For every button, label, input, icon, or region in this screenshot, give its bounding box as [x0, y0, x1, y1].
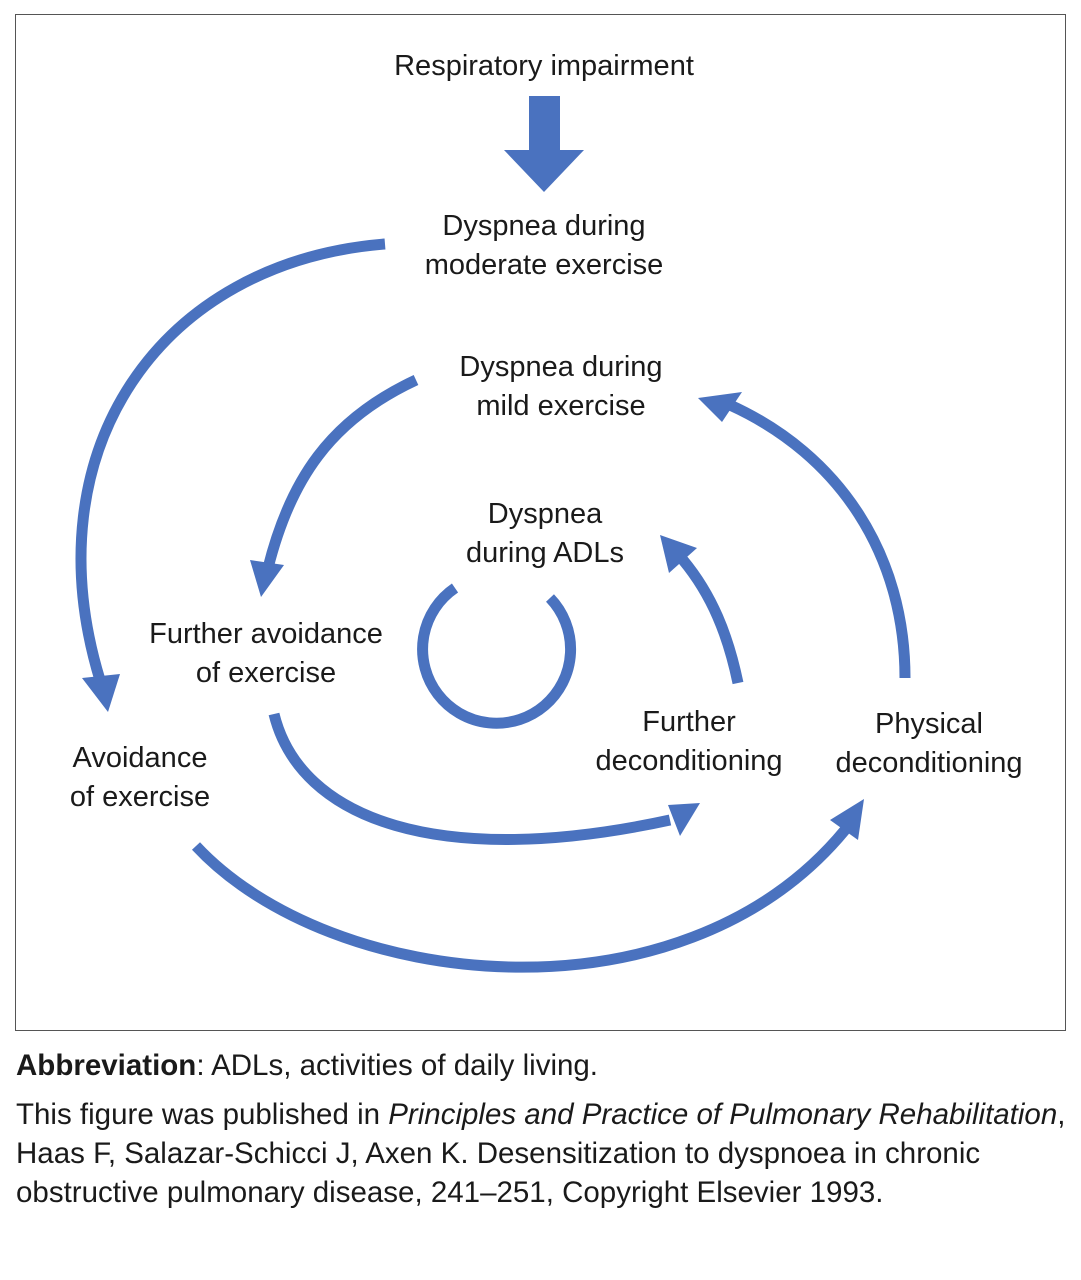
node-dyspnea-moderate-exercise: Dyspnea during moderate exercise: [424, 210, 664, 281]
arrow-further-avoidance-to-further-deconditioning: [268, 712, 672, 845]
abbreviation-text: : ADLs, activities of daily living.: [196, 1049, 599, 1082]
source-details: , Haas F, Salazar-Schicci J, Axen K. Des…: [16, 1098, 1066, 1209]
arrow-physical-to-mild: [727, 399, 911, 679]
arrow-moderate-to-avoidance: [75, 238, 386, 682]
arrowhead-physical: [830, 799, 864, 840]
arrow-further-deconditioning-to-adls: [678, 556, 744, 685]
source-intro: This figure was published in: [16, 1098, 389, 1131]
source-book-title: Principles and Practice of Pulmonary Reh…: [388, 1098, 1058, 1131]
abbreviation-note: Abbreviation: ADLs, activities of daily …: [16, 1046, 1066, 1085]
node-respiratory-impairment: Respiratory impairment: [394, 50, 694, 82]
arrowhead-avoidance: [82, 674, 120, 712]
abbreviation-term: Abbreviation: [16, 1049, 197, 1082]
figure-caption: Abbreviation: ADLs, activities of daily …: [16, 1046, 1066, 1222]
arrowhead-adls: [660, 535, 697, 573]
inner-loop-arc: [417, 583, 577, 729]
node-avoidance-of-exercise: Avoidance of exercise: [69, 742, 211, 813]
arrowhead-mild: [698, 392, 742, 422]
node-dyspnea-during-adls: Dyspnea during ADLs: [466, 498, 624, 569]
cycle-diagram: [75, 96, 911, 973]
arrowhead-further-avoidance: [250, 560, 284, 597]
source-note: This figure was published in Principles …: [16, 1095, 1066, 1212]
arrowhead-further-deconditioning: [668, 803, 700, 836]
node-physical-deconditioning: Physical deconditioning: [835, 708, 1023, 779]
node-further-avoidance: Further avoidance of exercise: [149, 618, 383, 689]
arrow-avoidance-to-physical: [191, 826, 850, 973]
node-further-deconditioning: Further deconditioning: [595, 706, 783, 777]
node-dyspnea-mild-exercise: Dyspnea during mild exercise: [459, 351, 663, 422]
top-block-arrow: [504, 96, 584, 192]
arrow-mild-to-further-avoidance: [262, 375, 419, 570]
